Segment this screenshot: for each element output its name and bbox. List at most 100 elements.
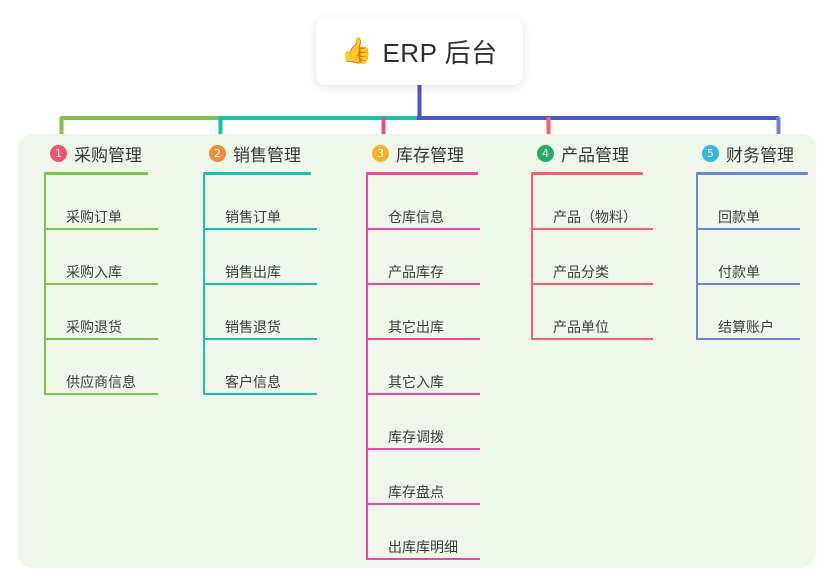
- leaf-label: 其它入库: [388, 374, 444, 390]
- leaf-underline: [44, 393, 158, 395]
- leaf-underline: [366, 448, 480, 450]
- leaf-item[interactable]: 客户信息: [203, 340, 317, 395]
- leaf-stem: [366, 395, 368, 450]
- branch-underline-1: [44, 172, 148, 175]
- leaf-stem: [531, 175, 533, 230]
- leaf-stem: [44, 285, 46, 340]
- leaf-underline: [366, 228, 480, 230]
- leaf-item[interactable]: 销售订单: [203, 175, 317, 230]
- leaf-item[interactable]: 采购退货: [44, 285, 158, 340]
- leaf-underline: [366, 393, 480, 395]
- branch-title-2: 销售管理: [233, 145, 301, 165]
- leaf-item[interactable]: 结算账户: [696, 285, 800, 340]
- leaf-label: 库存盘点: [388, 484, 444, 500]
- branch-header-5[interactable]: 5 财务管理: [696, 140, 808, 166]
- leaf-item[interactable]: 产品库存: [366, 230, 480, 285]
- diagram-panel: [18, 134, 816, 568]
- leaf-item[interactable]: 库存盘点: [366, 450, 480, 505]
- leaf-stem: [531, 285, 533, 340]
- leaf-underline: [366, 283, 480, 285]
- leaf-underline: [203, 283, 317, 285]
- leaf-item[interactable]: 出库库明细: [366, 505, 480, 560]
- leaf-label: 其它出库: [388, 319, 444, 335]
- leaf-underline: [44, 338, 158, 340]
- branch-column-5: 5 财务管理回款单付款单结算账户: [696, 140, 808, 340]
- leaf-label: 客户信息: [225, 374, 281, 390]
- leaf-item[interactable]: 回款单: [696, 175, 800, 230]
- leaf-underline: [531, 283, 653, 285]
- leaf-label: 出库库明细: [388, 539, 458, 555]
- leaf-label: 采购入库: [66, 264, 122, 280]
- leaf-label: 销售退货: [225, 319, 281, 335]
- leaf-underline: [696, 283, 800, 285]
- leaf-stem: [531, 230, 533, 285]
- leaf-stem: [366, 285, 368, 340]
- branch-title-5: 财务管理: [726, 145, 794, 165]
- leaf-label: 回款单: [718, 209, 760, 225]
- branch-badge-5: 5: [702, 144, 719, 162]
- leaf-stem: [366, 230, 368, 285]
- leaf-stem: [366, 505, 368, 560]
- branch-badge-2: 2: [209, 144, 226, 162]
- leaf-label: 产品（物料）: [553, 209, 637, 225]
- leaf-item[interactable]: 供应商信息: [44, 340, 158, 395]
- leaf-item[interactable]: 产品单位: [531, 285, 653, 340]
- leaf-item[interactable]: 采购订单: [44, 175, 158, 230]
- root-node-content: 👍 ERP 后台: [341, 33, 497, 70]
- leaf-item[interactable]: 采购入库: [44, 230, 158, 285]
- leaf-label: 销售出库: [225, 264, 281, 280]
- leaf-item[interactable]: 仓库信息: [366, 175, 480, 230]
- leaf-item[interactable]: 付款单: [696, 230, 800, 285]
- branch-badge-3: 3: [372, 144, 389, 162]
- leaf-item[interactable]: 销售退货: [203, 285, 317, 340]
- leaf-item[interactable]: 销售出库: [203, 230, 317, 285]
- leaf-label: 产品库存: [388, 264, 444, 280]
- leaf-underline: [531, 228, 653, 230]
- branch-header-2[interactable]: 2 销售管理: [203, 140, 317, 166]
- branch-underline-4: [531, 172, 643, 175]
- leaf-label: 采购退货: [66, 319, 122, 335]
- root-node-title: ERP 后台: [382, 38, 498, 68]
- leaf-label: 付款单: [718, 264, 760, 280]
- leaf-stem: [203, 175, 205, 230]
- thumbs-up-icon: 👍: [341, 37, 373, 65]
- leaf-label: 供应商信息: [66, 374, 136, 390]
- leaf-list-2: 销售订单销售出库销售退货客户信息: [203, 175, 317, 395]
- leaf-item[interactable]: 其它出库: [366, 285, 480, 340]
- leaf-stem: [203, 230, 205, 285]
- leaf-stem: [44, 175, 46, 230]
- leaf-item[interactable]: 产品（物料）: [531, 175, 653, 230]
- branch-underline-2: [203, 172, 311, 175]
- leaf-label: 结算账户: [718, 319, 774, 335]
- leaf-stem: [696, 175, 698, 230]
- leaf-underline: [366, 558, 480, 560]
- branch-title-1: 采购管理: [74, 145, 142, 165]
- branch-title-4: 产品管理: [561, 145, 629, 165]
- leaf-list-3: 仓库信息产品库存其它出库其它入库库存调拨库存盘点出库库明细: [366, 175, 480, 560]
- leaf-underline: [203, 393, 317, 395]
- leaf-underline: [44, 228, 158, 230]
- root-node[interactable]: 👍 ERP 后台: [316, 18, 523, 85]
- leaf-stem: [44, 340, 46, 395]
- leaf-underline: [366, 503, 480, 505]
- leaf-underline: [203, 228, 317, 230]
- leaf-underline: [366, 338, 480, 340]
- leaf-item[interactable]: 产品分类: [531, 230, 653, 285]
- leaf-stem: [366, 175, 368, 230]
- leaf-underline: [203, 338, 317, 340]
- leaf-underline: [44, 283, 158, 285]
- leaf-label: 销售订单: [225, 209, 281, 225]
- leaf-underline: [531, 338, 653, 340]
- leaf-item[interactable]: 库存调拨: [366, 395, 480, 450]
- leaf-item[interactable]: 其它入库: [366, 340, 480, 395]
- leaf-stem: [366, 450, 368, 505]
- leaf-list-1: 采购订单采购入库采购退货供应商信息: [44, 175, 158, 395]
- leaf-stem: [44, 230, 46, 285]
- leaf-stem: [696, 230, 698, 285]
